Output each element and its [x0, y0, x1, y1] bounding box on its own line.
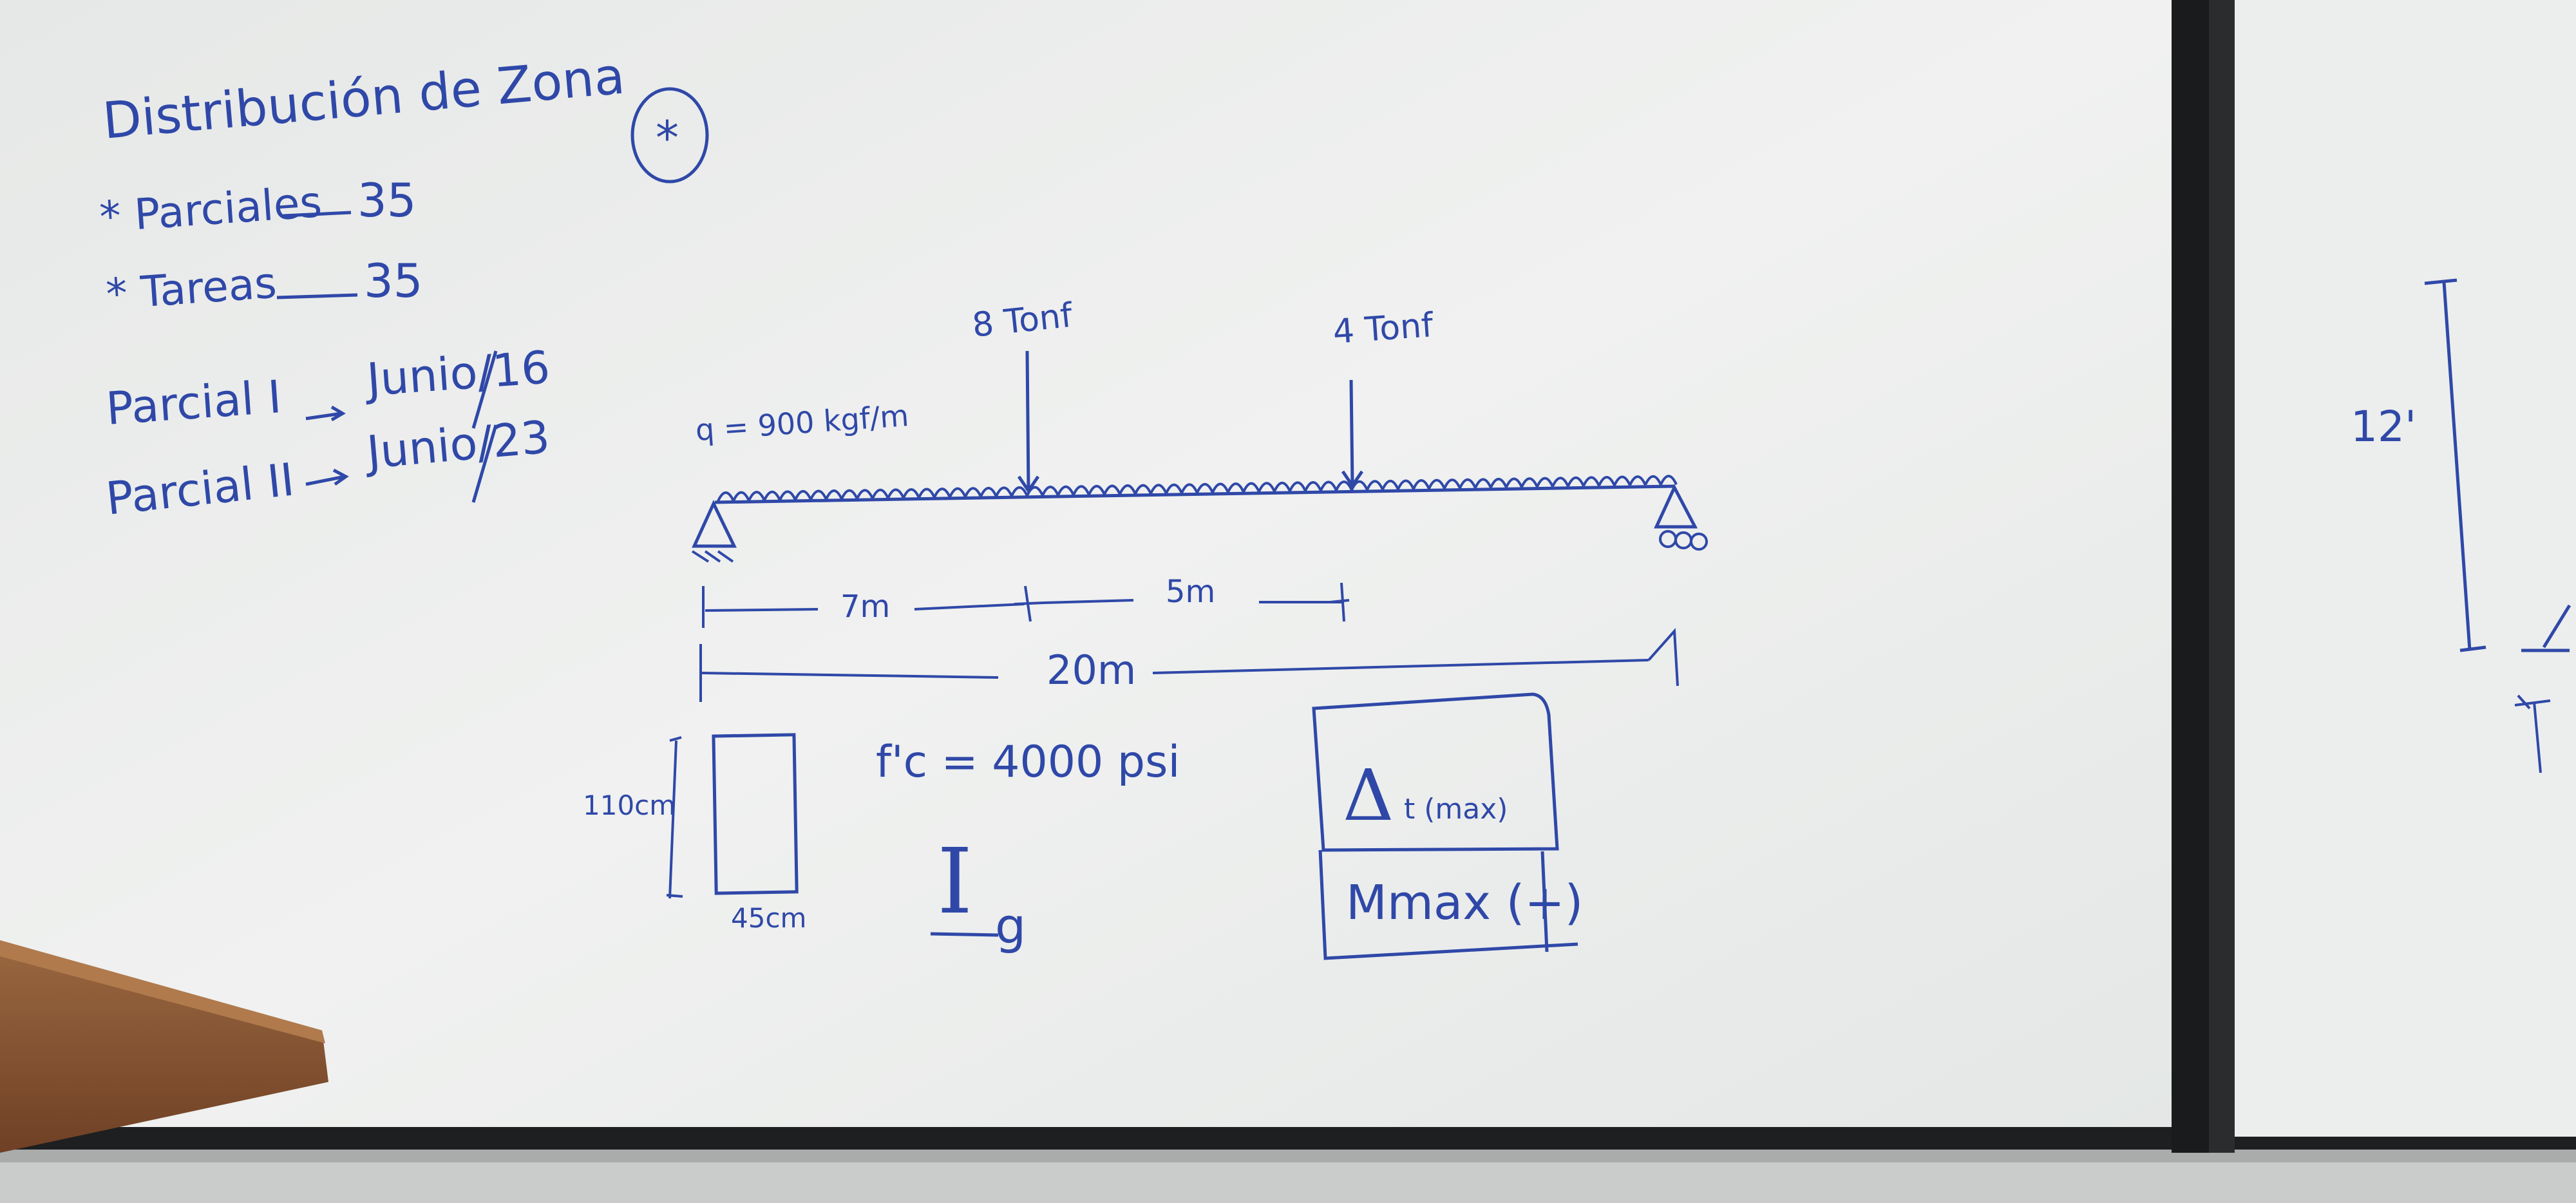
point-load-label: 8 Tonf: [970, 296, 1074, 345]
dash-icon: [283, 211, 352, 218]
exam-date: Junio/16: [365, 341, 552, 406]
board-ledge: [0, 1124, 2576, 1150]
ground-hatch-icon: [691, 550, 734, 563]
height-dimension-arrow: [2424, 278, 2472, 651]
dimension-line-segments: [702, 582, 1350, 628]
arrow-right-icon: [305, 405, 346, 422]
slash-icon: [471, 424, 498, 503]
whiteboard-right: [2235, 0, 2576, 1137]
arrowhead-icon: [1341, 470, 1364, 489]
grading-item-value: 35: [364, 254, 423, 308]
moment-of-inertia-label: I: [937, 829, 973, 934]
dimension-label-total: 20m: [1046, 647, 1137, 694]
section-width-label: 45cm: [731, 902, 807, 934]
arrowhead-icon: [1017, 475, 1040, 494]
right-dimension-mark: [2514, 694, 2551, 773]
dimension-line-total: [699, 628, 1679, 702]
right-board-dimension-label: 12': [2351, 402, 2417, 451]
board-divider: [2172, 0, 2209, 1153]
moment-of-inertia-subscript: g: [995, 897, 1027, 954]
max-moment-label: Mmax (+): [1346, 875, 1584, 931]
pin-support-icon: [692, 500, 737, 548]
whiteboard-left: [0, 0, 2174, 1127]
roller-support-icon: [1654, 484, 1698, 529]
deflection-box: [1312, 692, 1559, 852]
dimension-label-segment-2: 5m: [1166, 574, 1216, 610]
beam-line: [714, 484, 1675, 504]
arrow-right-icon: [305, 468, 349, 486]
section-height-label: 110cm: [583, 790, 676, 821]
grading-item-label: * Tareas: [104, 258, 278, 319]
deflection-symbol: Δ: [1343, 754, 1394, 837]
support-triangle-icon: [2521, 604, 2571, 652]
deflection-subscript: t (max): [1404, 793, 1508, 826]
point-load-label: 4 Tonf: [1331, 306, 1435, 352]
distributed-load-curls: [717, 475, 1678, 502]
cross-section-rectangle: [712, 733, 799, 895]
height-dimension-line: [666, 736, 683, 899]
point-load-arrow-icon: [1349, 379, 1354, 485]
exam-name: Parcial I: [104, 370, 283, 435]
circled-star: *: [656, 111, 679, 165]
dimension-label-segment-1: 7m: [840, 589, 891, 625]
slash-icon: [471, 350, 498, 429]
grading-item-value: 35: [357, 173, 417, 227]
roller-wheel-icon: [1690, 533, 1708, 551]
moment-box: [1318, 849, 1578, 960]
board-divider-shadow: [2209, 0, 2235, 1153]
dimension-tick-icon: [2459, 645, 2486, 652]
point-load-arrow-icon: [1025, 350, 1030, 490]
wooden-tray: [0, 940, 328, 1153]
ig-underline: [930, 932, 999, 937]
wooden-tray-edge: [0, 940, 325, 1043]
circle-mark-icon: [630, 87, 709, 184]
ledge-edge: [0, 1150, 2576, 1162]
dash-icon: [276, 293, 358, 299]
concrete-strength-label: f'c = 4000 psi: [876, 737, 1180, 788]
